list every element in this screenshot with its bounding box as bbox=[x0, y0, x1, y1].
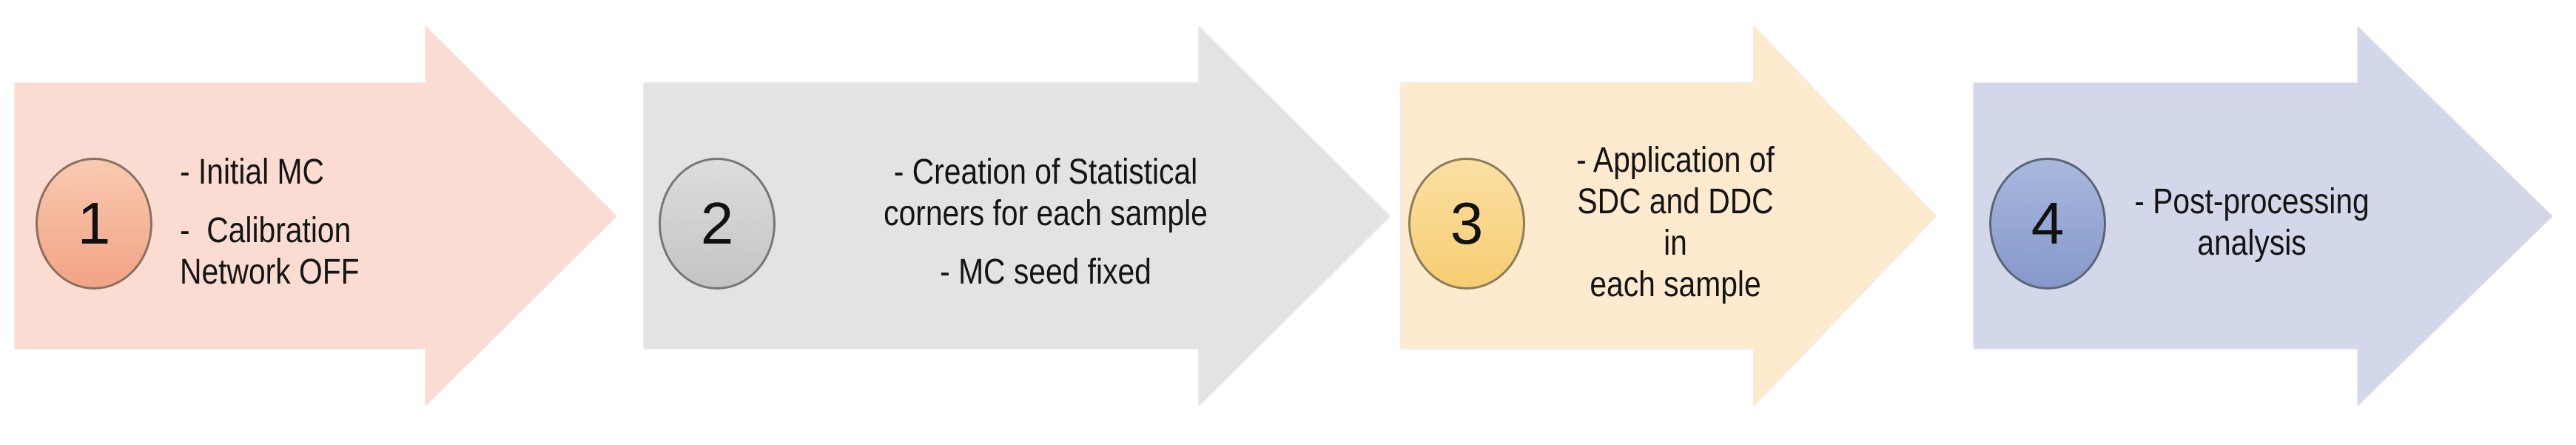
step-4-number-badge: 4 bbox=[1989, 158, 2106, 290]
bullet-line: Network OFF bbox=[180, 252, 360, 292]
bullet-line: each sample bbox=[1590, 264, 1761, 304]
step-4-number: 4 bbox=[2031, 190, 2065, 256]
bullet-line: SDC and DDC in bbox=[1577, 181, 1782, 263]
bullet-line: - Calibration bbox=[180, 211, 352, 250]
step-3-number: 3 bbox=[1450, 190, 1484, 256]
step-3-arrow: 3 - Application of SDC and DDC in each s… bbox=[1401, 0, 1936, 445]
step-1-number-badge: 1 bbox=[36, 158, 152, 290]
step-2-number: 2 bbox=[700, 190, 734, 256]
bullet-line: - Post-processing bbox=[2134, 181, 2370, 221]
step-1-bullet-1: - Initial MC bbox=[180, 152, 388, 193]
bullet-line: corners for each sample bbox=[884, 194, 1208, 233]
bullet-line: analysis bbox=[2197, 223, 2307, 263]
step-3-text: - Application of SDC and DDC in each sam… bbox=[1565, 0, 1786, 445]
step-1-arrow: 1 - Initial MC - Calibration Network OFF bbox=[15, 0, 616, 445]
step-4-text: - Post-processing analysis bbox=[2126, 0, 2378, 445]
step-4-bullet-1: - Post-processing analysis bbox=[2126, 181, 2378, 264]
step-1-number: 1 bbox=[77, 190, 111, 256]
step-3-number-badge: 3 bbox=[1408, 158, 1525, 290]
bullet-line: - Creation of Statistical bbox=[893, 153, 1198, 192]
step-2-bullet-2: - MC seed fixed bbox=[870, 252, 1222, 293]
step-3-bullet-1: - Application of SDC and DDC in each sam… bbox=[1565, 140, 1786, 306]
bullet-line: - Initial MC bbox=[180, 153, 324, 192]
step-2-arrow: 2 - Creation of Statistical corners for … bbox=[644, 0, 1390, 445]
step-1-text: - Initial MC - Calibration Network OFF bbox=[180, 0, 388, 445]
bullet-line: - MC seed fixed bbox=[940, 252, 1151, 292]
step-4-arrow: 4 - Post-processing analysis bbox=[1974, 0, 2552, 445]
step-2-bullet-1: - Creation of Statistical corners for ea… bbox=[870, 152, 1222, 235]
step-2-text: - Creation of Statistical corners for ea… bbox=[870, 0, 1222, 445]
step-2-number-badge: 2 bbox=[659, 158, 776, 290]
step-1-bullet-2: - Calibration Network OFF bbox=[180, 210, 388, 293]
bullet-line: - Application of bbox=[1576, 140, 1775, 180]
